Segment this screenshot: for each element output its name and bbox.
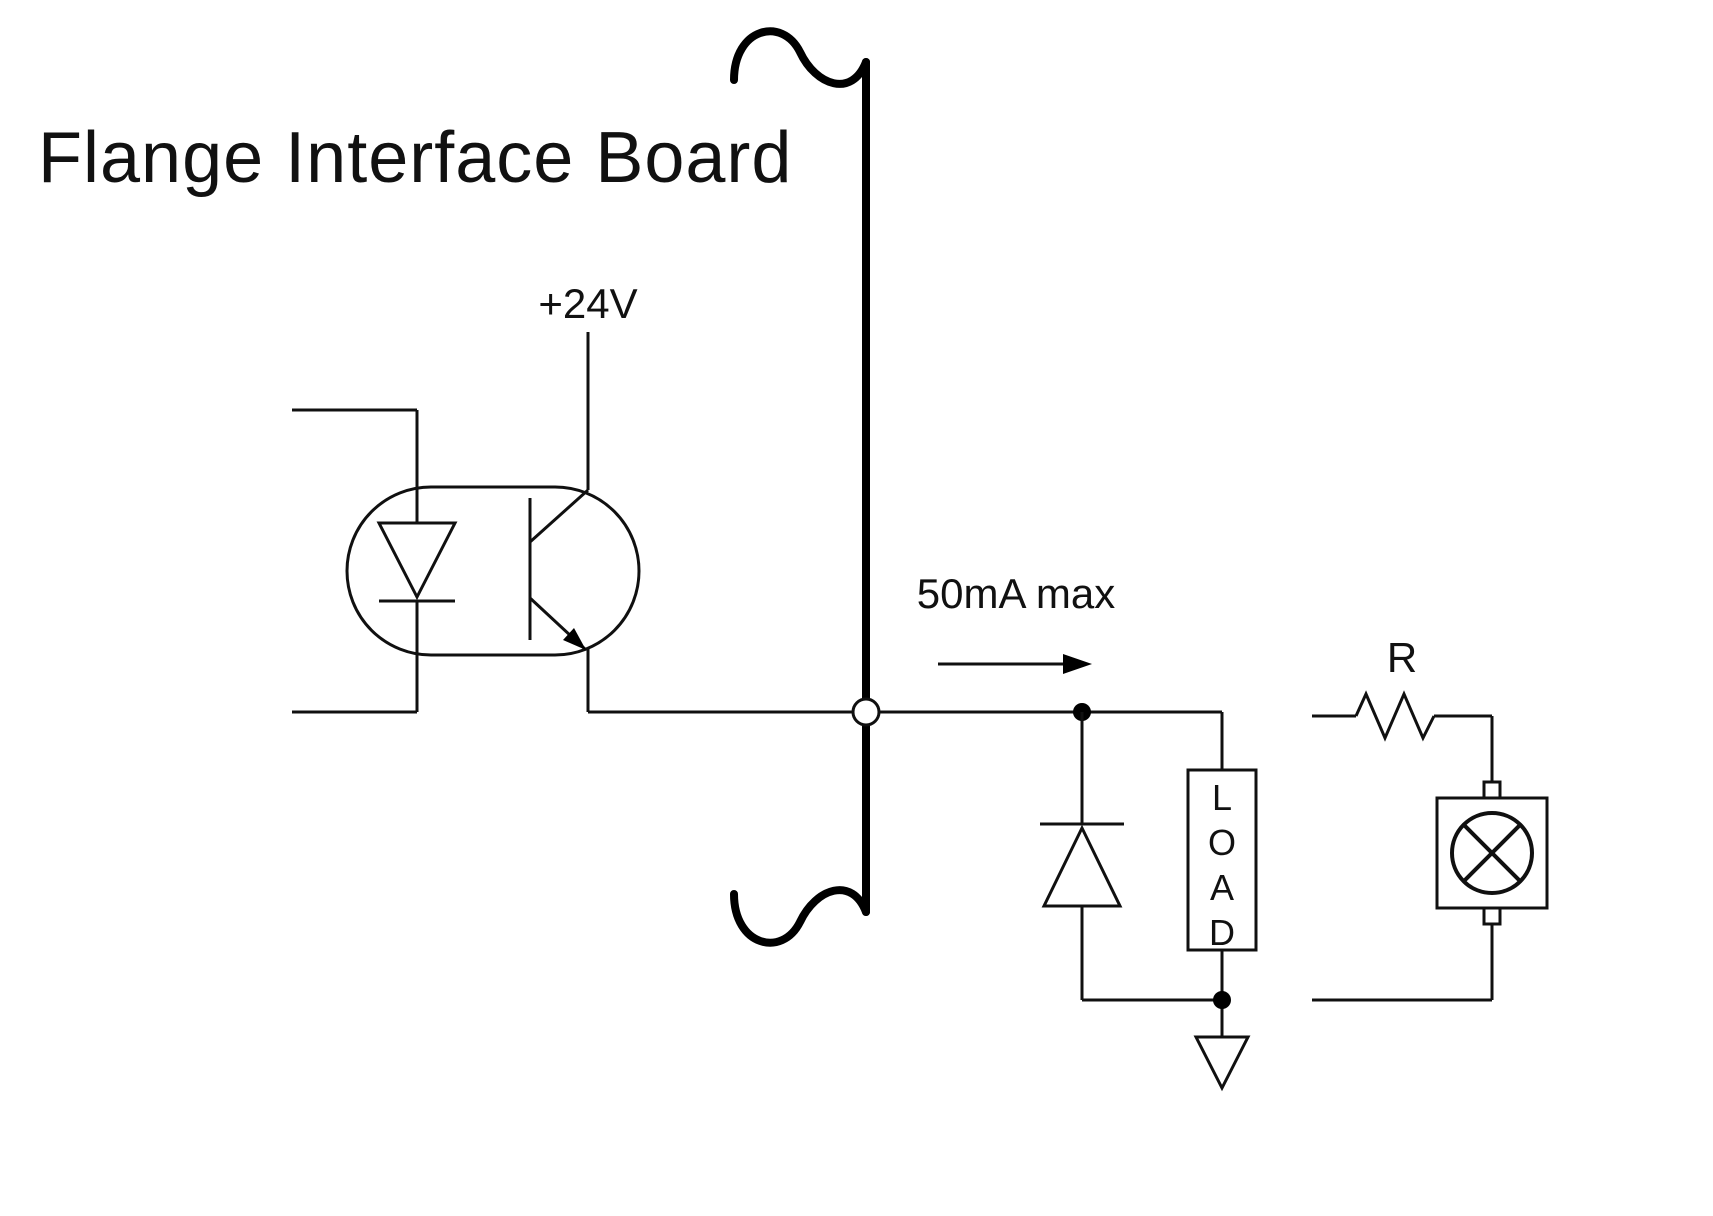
transistor-collector — [528, 488, 590, 544]
load-letter: A — [1210, 867, 1234, 908]
current-arrow-icon — [938, 654, 1092, 674]
load-box: L O A D — [1186, 712, 1258, 1037]
external-load-example: R — [1312, 634, 1549, 1002]
current-limit-label: 50mA max — [917, 570, 1115, 617]
load-letter: L — [1212, 777, 1232, 818]
optocoupler — [292, 408, 641, 714]
optocoupler-body — [345, 485, 641, 657]
flyback-diode — [1040, 712, 1222, 1002]
connector-node — [851, 697, 881, 727]
emitter-arrow-icon — [563, 628, 586, 650]
cable-break-bottom-icon — [730, 886, 870, 947]
diagram-title: Flange Interface Board — [38, 118, 792, 198]
resistor-zigzag-icon — [1354, 690, 1436, 742]
supply-voltage-label: +24V — [538, 280, 637, 327]
load-letter: D — [1209, 912, 1235, 953]
current-arrow-head — [1063, 654, 1092, 674]
load-letter: O — [1208, 822, 1236, 863]
junction-dot-bottom — [1213, 991, 1231, 1009]
lamp-circle-icon — [1450, 811, 1534, 895]
lamp-cross-2 — [1462, 823, 1522, 883]
cable-break-top-icon — [730, 27, 870, 88]
lamp — [1435, 780, 1549, 926]
board-boundary-line — [730, 27, 870, 947]
resistor-label: R — [1387, 634, 1417, 681]
diode-triangle-icon — [1041, 824, 1123, 908]
led-diode-icon — [376, 521, 458, 601]
lamp-terminal-top — [1482, 780, 1502, 800]
ground-symbol-icon — [1193, 1035, 1251, 1092]
lamp-terminal-bottom — [1482, 906, 1502, 926]
